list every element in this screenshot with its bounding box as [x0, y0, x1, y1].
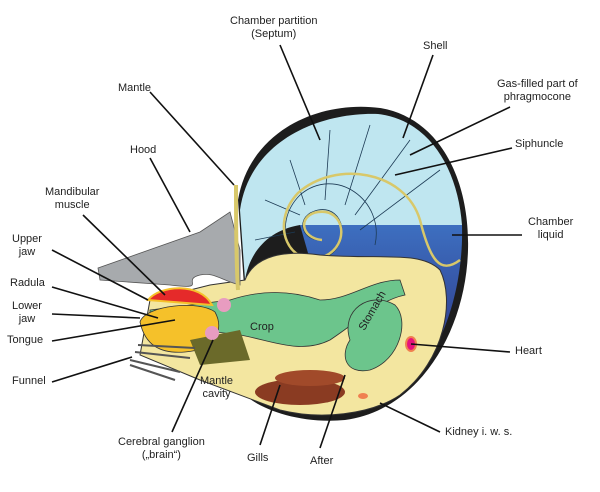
label-line: Mantle: [200, 375, 234, 387]
label-line: Chamber partition: [230, 15, 318, 27]
label-line: Lower: [12, 300, 42, 312]
label-line: Mandibular: [45, 186, 100, 198]
label-crop: Crop: [250, 321, 274, 333]
label-line: Cerebral ganglion: [118, 436, 205, 448]
siphuncle: [282, 172, 461, 267]
label-shell: Shell: [423, 40, 448, 52]
stomach: [344, 299, 403, 372]
funnel: [129, 344, 196, 381]
label-line: muscle: [54, 199, 90, 211]
hood: [97, 211, 241, 287]
label-tongue: Tongue: [7, 334, 44, 346]
gills-2: [275, 370, 345, 386]
leader-lines: [51, 44, 522, 449]
label-septum: Chamber partition(Septum): [230, 15, 317, 41]
label-funnel: Funnel: [12, 375, 46, 387]
label-siphuncle: Siphuncle: [515, 138, 564, 150]
mantle: [234, 184, 240, 291]
label-kidney: Kidney i. w. s.: [445, 426, 513, 438]
label-after: After: [310, 455, 334, 467]
label-mantle: Mantle: [118, 82, 152, 94]
ganglion-2: [217, 298, 231, 312]
label-line: jaw: [18, 313, 36, 325]
phragmocone: [240, 113, 462, 280]
gills: [255, 379, 345, 405]
label-line: cavity: [202, 388, 231, 400]
label-line: Chamber: [528, 216, 574, 228]
kidney: [358, 393, 368, 399]
label-line: („brain“): [141, 449, 181, 461]
label-radula: Radula: [10, 277, 45, 289]
cerebral-ganglion: [205, 326, 219, 340]
label-line: phragmocone: [503, 91, 571, 103]
label-cerebral-ganglion: Cerebral ganglion(„brain“): [118, 436, 205, 462]
label-line: jaw: [18, 246, 36, 258]
label-hood: Hood: [130, 144, 157, 156]
mandibular-muscle: [146, 287, 214, 307]
label-gills: Gills: [247, 452, 269, 464]
label-line: (Septum): [251, 28, 297, 40]
label-line: liquid: [537, 229, 564, 241]
label-heart: Heart: [515, 345, 542, 357]
label-line: Upper: [12, 233, 42, 245]
label-line: Gas-filled part of: [497, 78, 578, 90]
